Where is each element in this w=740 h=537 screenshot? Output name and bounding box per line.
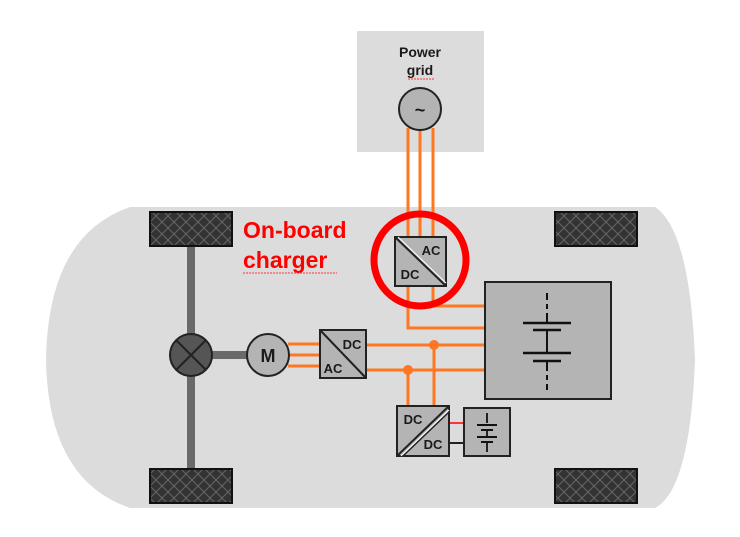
- onboard-charger-block: [394, 236, 447, 287]
- dc-bus-lines: [366, 343, 485, 410]
- grid-ac-lines: [406, 128, 435, 240]
- wheel-rear-right: [554, 468, 638, 504]
- dcdc-converter-block: [396, 405, 450, 457]
- wheel-rear-left: [149, 468, 233, 504]
- inverter-top-label: DC: [343, 337, 362, 352]
- wheel-front-right: [554, 211, 638, 247]
- lv-battery-block: [463, 407, 511, 457]
- dcdc-top-label: DC: [404, 412, 423, 427]
- hv-battery-block: [484, 281, 612, 400]
- motor-phase-lines: [288, 342, 320, 368]
- callout-line2: charger: [243, 247, 327, 273]
- differential-icon: [169, 333, 213, 377]
- power-grid-label-line1: Power: [399, 44, 442, 60]
- bus-junction: [403, 365, 413, 375]
- inverter-block: [319, 329, 367, 379]
- motor-icon: [246, 333, 290, 377]
- motor-label: M: [261, 346, 276, 366]
- ac-source-symbol: ~: [415, 100, 426, 120]
- callout-line1: On-board: [243, 217, 347, 243]
- dcdc-bottom-label: DC: [424, 437, 443, 452]
- power-grid-label-line2: grid: [407, 62, 433, 78]
- bus-junction: [429, 340, 439, 350]
- wheel-front-left: [149, 211, 233, 247]
- charger-bottom-label: DC: [401, 267, 420, 282]
- ac-source-icon: [398, 87, 442, 131]
- highlight-circle: [370, 210, 470, 310]
- inverter-bottom-label: AC: [324, 361, 343, 376]
- charger-top-label: AC: [422, 243, 441, 258]
